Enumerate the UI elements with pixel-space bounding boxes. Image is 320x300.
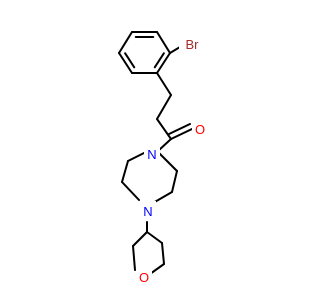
diazepane-bond xyxy=(127,151,147,162)
diazepane-bond xyxy=(121,160,129,183)
ring-bond xyxy=(118,31,133,54)
ring-bond xyxy=(118,52,133,74)
structure-canvas: Br O N N O xyxy=(118,31,208,287)
label-mask-br xyxy=(179,34,205,54)
chain-bond xyxy=(156,72,172,96)
diazepane-bond xyxy=(158,152,178,172)
diazepane-bond xyxy=(152,191,173,204)
ring-double-bond xyxy=(153,52,165,69)
label-mask-n-amine xyxy=(140,201,156,221)
ring-double-bond xyxy=(124,52,136,69)
chain-bond xyxy=(156,94,172,120)
oxolane-bond xyxy=(161,242,165,265)
atom-label-o-ring: O xyxy=(139,270,149,285)
ring-bond xyxy=(156,31,171,54)
diazepane-bond xyxy=(121,181,140,201)
carbonyl-bond xyxy=(170,128,193,140)
label-mask-o-ring xyxy=(136,267,152,287)
oxolane-bond xyxy=(146,231,163,244)
diazepane-bond xyxy=(171,170,178,193)
bond-c-n xyxy=(157,138,172,152)
atom-label-o-carbonyl: O xyxy=(195,122,205,137)
label-mask-n-amide xyxy=(144,144,160,164)
molecule-drawing: Br O N N O xyxy=(118,31,208,287)
oxolane-bond xyxy=(149,263,165,275)
atom-label-br: Br xyxy=(186,37,200,52)
ring-bond xyxy=(156,52,171,74)
oxolane-bond xyxy=(132,231,148,247)
carbonyl-bond xyxy=(168,123,191,135)
bond-c-br xyxy=(169,46,181,54)
chain-bond xyxy=(156,118,172,140)
oxolane-bond xyxy=(132,245,136,271)
atom-label-n-amine: N xyxy=(143,204,152,219)
bond-layer xyxy=(118,31,193,275)
label-mask-o-carbonyl xyxy=(192,119,208,139)
atom-label-n-amide: N xyxy=(147,147,156,162)
